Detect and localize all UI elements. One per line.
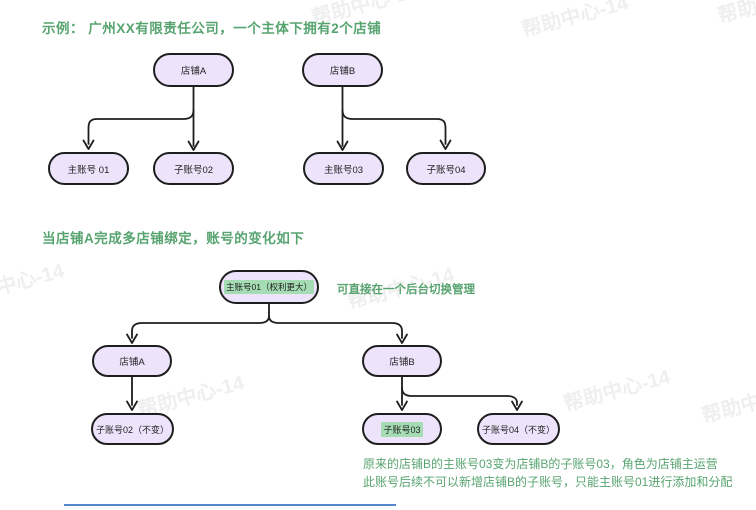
top-shop-b-arrows [336, 86, 452, 151]
node-sub-account-04: 子账号04 [406, 152, 486, 185]
bottom-shop-b-arrows [396, 376, 523, 411]
node-main-account-01: 主账号 01 [48, 152, 129, 185]
node-shop-b: 店铺B [302, 53, 383, 87]
watermark: 帮助中心-14 [0, 260, 67, 310]
watermark: 帮助中心-14 [561, 366, 673, 416]
node-sub-account-02-unchanged: 子账号02（不变） [91, 413, 174, 445]
section1-title: 示例： 广州XX有限责任公司，一个主体下拥有2个店铺 [42, 21, 382, 36]
footer-blue-line [64, 504, 396, 506]
watermark: 帮助中心-14 [715, 0, 756, 28]
section2-title: 当店铺A完成多店铺绑定，账号的变化如下 [42, 231, 305, 246]
watermark: 帮助中心-14 [519, 0, 631, 42]
top-shop-a-arrows [82, 86, 200, 151]
node-sub-account-02: 子账号02 [153, 152, 234, 185]
bottom-main01-split-arrows [126, 302, 408, 344]
highlighted-label: 子账号03 [381, 421, 423, 437]
node-sub-account-04-unchanged: 子账号04（不变） [477, 413, 560, 445]
note-line-2: 此账号后续不可以新增店铺B的子账号，只能主账号01进行添加和分配 [363, 475, 733, 489]
node-main-account-01-bound: 主账号01（权利更大） [219, 270, 319, 304]
watermark: 帮助中心-14 [699, 378, 756, 428]
node-sub-account-03: 子账号03 [362, 413, 442, 445]
node-shop-a: 店铺A [153, 53, 234, 87]
node-shop-b-bound: 店铺B [362, 345, 442, 377]
bottom-shop-a-arrow [126, 376, 138, 411]
node-main-account-03: 主账号03 [303, 152, 384, 185]
note-line-1: 原来的店铺B的主账号03变为店铺B的子账号03，角色为店铺主运营 [363, 457, 718, 471]
highlighted-label: 主账号01（权利更大） [224, 280, 314, 294]
node-shop-a-bound: 店铺A [92, 345, 172, 377]
switch-backend-annotation: 可直接在一个后台切换管理 [337, 284, 475, 296]
